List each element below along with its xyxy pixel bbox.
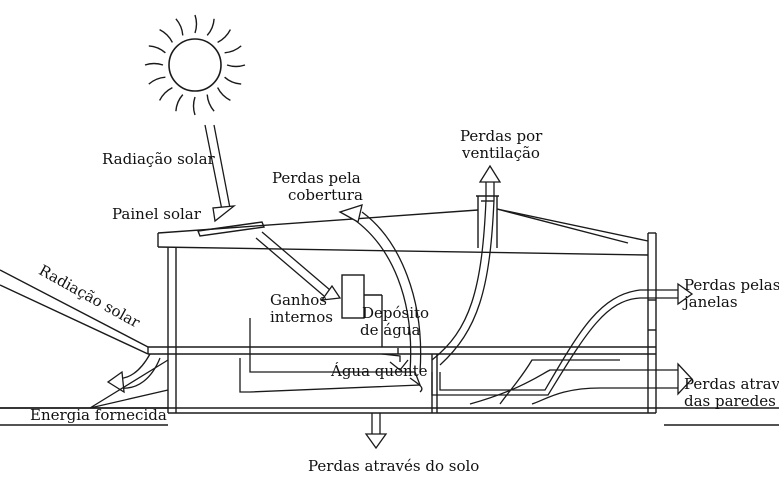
label-roof-losses-line1: Perdas pela [272,169,361,187]
sun-ray [217,29,232,44]
sun-ray [194,14,198,34]
sun-ray [224,45,242,54]
label-hot-water: Água quente [331,362,428,380]
label-internal-gains-line2: internos [270,308,333,326]
sun-ray [148,45,166,54]
sun-ray [206,94,215,112]
sun-ray [175,18,184,36]
label-ground-losses: Perdas através do solo [308,457,480,475]
energy-flow-arrows [89,124,694,450]
label-wall-losses-line2: das paredes [684,392,776,410]
sun-ray [224,76,242,85]
sun-ray [226,64,246,68]
sun-ray [159,28,174,43]
sun-ray [206,18,215,36]
label-water-tank-line1: Depósito [362,304,430,322]
label-ventilation-losses-line1: Perdas por [460,127,543,145]
sun-ray [144,62,164,66]
label-ventilation-losses-line2: ventilação [462,144,540,162]
label-internal-gains-line1: Ganhos [270,291,327,309]
label-window-losses-line2: janelas [684,293,738,311]
label-solar-panel: Painel solar [112,205,201,223]
sun-ray [175,94,184,112]
sun-ray [158,86,173,101]
sun-icon [144,14,246,116]
sun-ray [148,76,166,85]
label-solar-radiation-top: Radiação solar [102,150,215,168]
label-energy-supplied: Energia fornecida [30,406,167,424]
label-water-tank-line2: de água [360,321,421,339]
label-roof-losses-line2: cobertura [288,186,363,204]
label-window-losses-line1: Perdas pelas [684,276,779,294]
sun-ray [216,87,231,102]
label-wall-losses-line1: Perdas através [684,375,779,393]
house-structure [0,195,779,426]
sun-ray [192,96,196,116]
